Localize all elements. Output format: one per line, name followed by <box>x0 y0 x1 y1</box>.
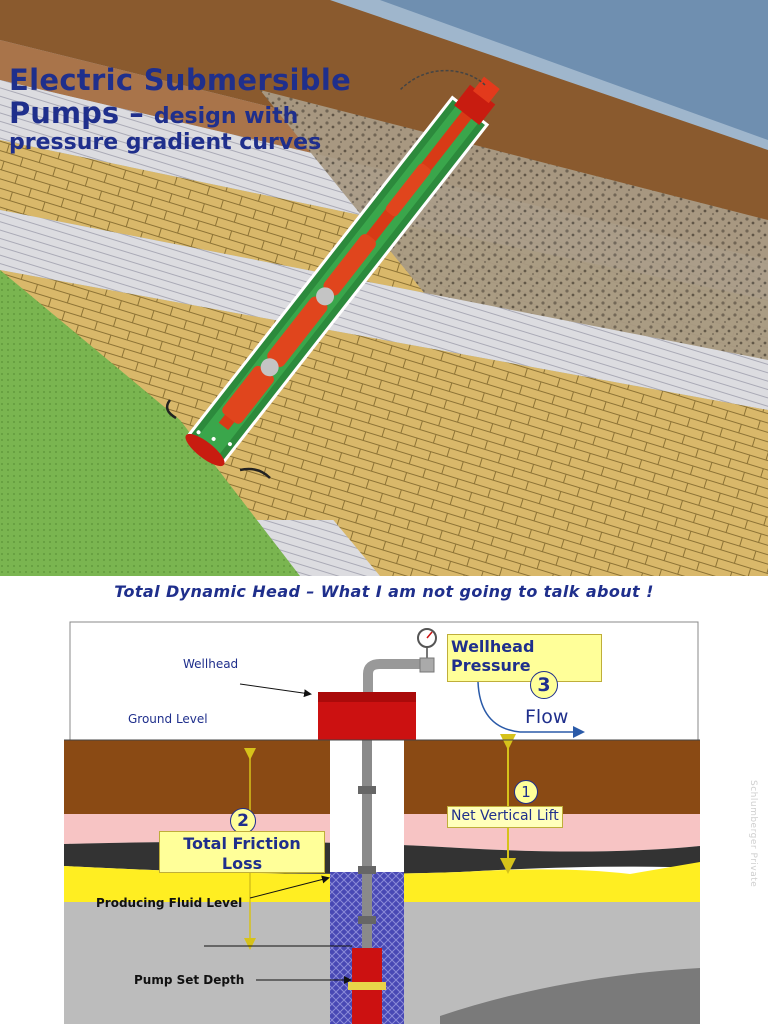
marker-1: 1 <box>514 780 538 804</box>
wellhead-pressure-line-2: Pressure <box>451 656 531 675</box>
title-line-2-main: Pumps – <box>9 96 154 130</box>
marker-3: 3 <box>530 671 558 699</box>
title-line-1: Electric Submersible <box>9 63 352 97</box>
total-friction-box: Total Friction Loss <box>159 831 325 873</box>
label-producing-fluid-level: Producing Fluid Level <box>96 896 243 910</box>
wellhead-pressure-line-1: Wellhead <box>451 637 535 656</box>
total-friction-line-1: Total Friction <box>183 834 301 853</box>
label-wellhead: Wellhead <box>183 657 239 671</box>
title-line-2: Pumps – design with <box>9 99 351 128</box>
label-pump-set-depth: Pump Set Depth <box>134 973 245 987</box>
total-friction-line-2: Loss <box>221 854 263 873</box>
label-ground-level: Ground Level <box>128 712 208 726</box>
title-line-2-small: design with <box>153 104 299 129</box>
section-subtitle: Total Dynamic Head – What I am not going… <box>114 582 654 601</box>
label-net-vertical-lift: Net Vertical Lift <box>447 806 563 828</box>
wellhead-pressure-box: Wellhead Pressure <box>447 634 602 682</box>
page-title: Electric Submersible Pumps – design with… <box>9 66 351 154</box>
label-flow: Flow <box>525 706 569 728</box>
title-line-3: pressure gradient curves <box>9 130 322 155</box>
tubing <box>362 740 372 1024</box>
total-dynamic-head-diagram <box>64 621 700 1024</box>
wellhead <box>318 696 416 740</box>
esp-well-illustration <box>0 0 768 576</box>
watermark: Schlumberger Private <box>748 780 758 888</box>
